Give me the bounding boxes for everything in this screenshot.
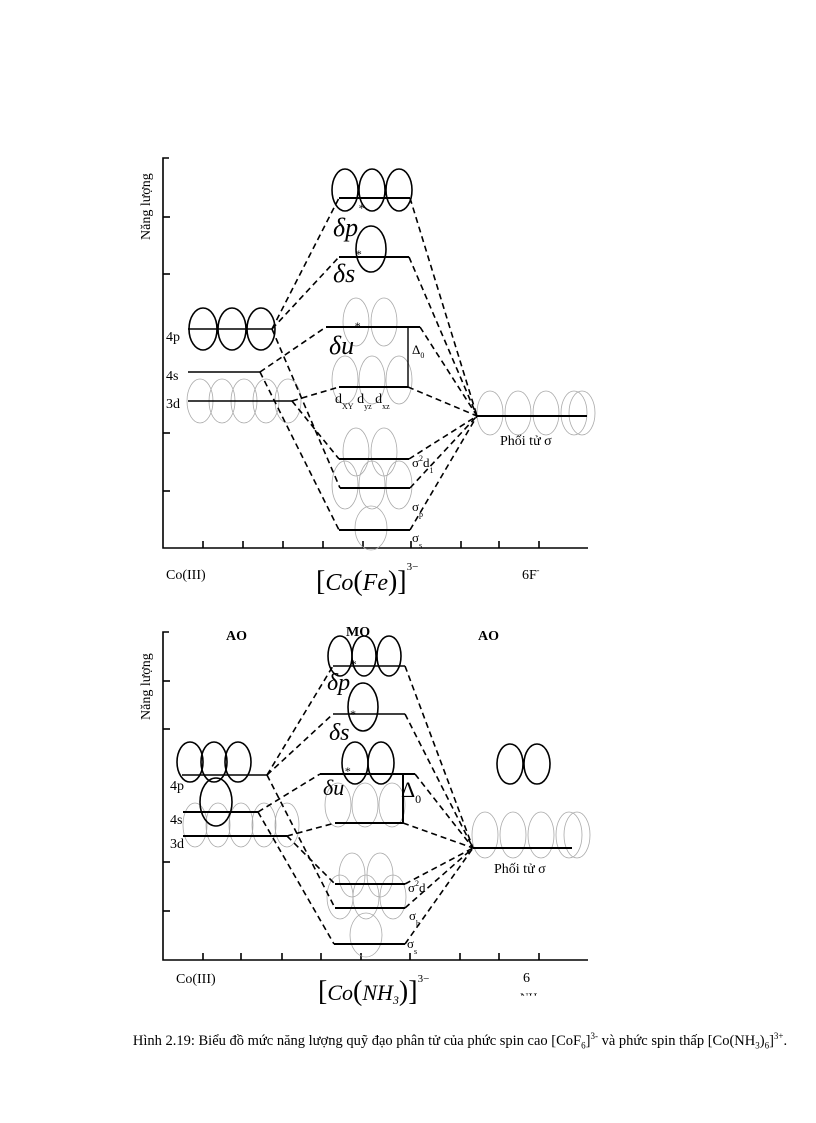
label-sigma-p: σp — [412, 499, 423, 519]
label-ligand: Phối tử σ — [500, 434, 552, 449]
y-axis-label: Năng lượng — [139, 653, 154, 720]
axes — [162, 157, 588, 549]
label-sigma-p-star: δp* — [333, 201, 364, 242]
label-sigma-d: σ2d — [408, 879, 426, 895]
energy-levels — [188, 197, 587, 531]
label-metal: Co(III) — [166, 568, 206, 583]
label-4s: 4s — [170, 813, 182, 828]
label-4p: 4p — [170, 779, 184, 794]
diagram-cof6: Năng lượng — [139, 157, 596, 597]
labels: 4p 4s 3d δp* δs* δu* Δ0 σ2d σb σs Phối t… — [170, 657, 546, 1007]
label-sigma-s-star: δs* — [329, 707, 356, 746]
label-sigma-u-star: δu* — [323, 764, 350, 800]
correlation-lines — [259, 197, 478, 531]
label-ligand: Phối tử σ — [494, 862, 546, 877]
figure-caption: Hình 2.19: Biểu đồ mức năng lượng quỹ đạ… — [132, 1031, 788, 1051]
correlation-lines — [257, 665, 474, 945]
y-axis-label: Năng lượng — [139, 173, 154, 240]
label-sigma-s-star: δs* — [333, 247, 361, 288]
label-metal: Co(III) — [176, 972, 216, 987]
label-3d: 3d — [166, 397, 180, 412]
diagram-co-nh3-6: Năng lượng AO MO AO — [139, 625, 591, 1007]
label-complex: [Co(NH3)]3− — [318, 973, 429, 1007]
label-3d: 3d — [170, 837, 184, 852]
label-sigma-s: σs — [407, 936, 417, 956]
label-t2g: dXY dyz dxz — [335, 392, 390, 413]
label-ligands: 6 — [523, 971, 530, 986]
label-sigma-s: σs — [412, 530, 422, 550]
label-complex: [Co(Fe)]3− — [316, 561, 418, 597]
filled-orbitals-grey — [182, 782, 591, 958]
labels: 4p 4s 3d δp* δs* δu* Δ0 dXY dyz dxz σ2d1… — [166, 201, 552, 597]
header-ao-right: AO — [478, 629, 499, 644]
label-ligands: 6F- — [522, 566, 540, 583]
label-4p: 4p — [166, 330, 180, 345]
label-sigma-d: σ2d1 — [412, 454, 434, 475]
empty-orbitals — [188, 168, 413, 351]
label-sigma-u-star: δu* — [329, 319, 360, 360]
label-delta-o: Δ0 — [412, 342, 424, 360]
label-delta-o: Δ0 — [401, 777, 421, 806]
label-4s: 4s — [166, 369, 178, 384]
label-sigma-p-star: δp* — [327, 657, 356, 696]
axes — [162, 631, 588, 961]
label-sigma-p: σb — [409, 908, 420, 928]
header-ao-left: AO — [226, 629, 247, 644]
empty-orbitals — [176, 635, 551, 827]
energy-levels — [182, 665, 572, 945]
label-ligands-sub: NH — [520, 990, 538, 1004]
